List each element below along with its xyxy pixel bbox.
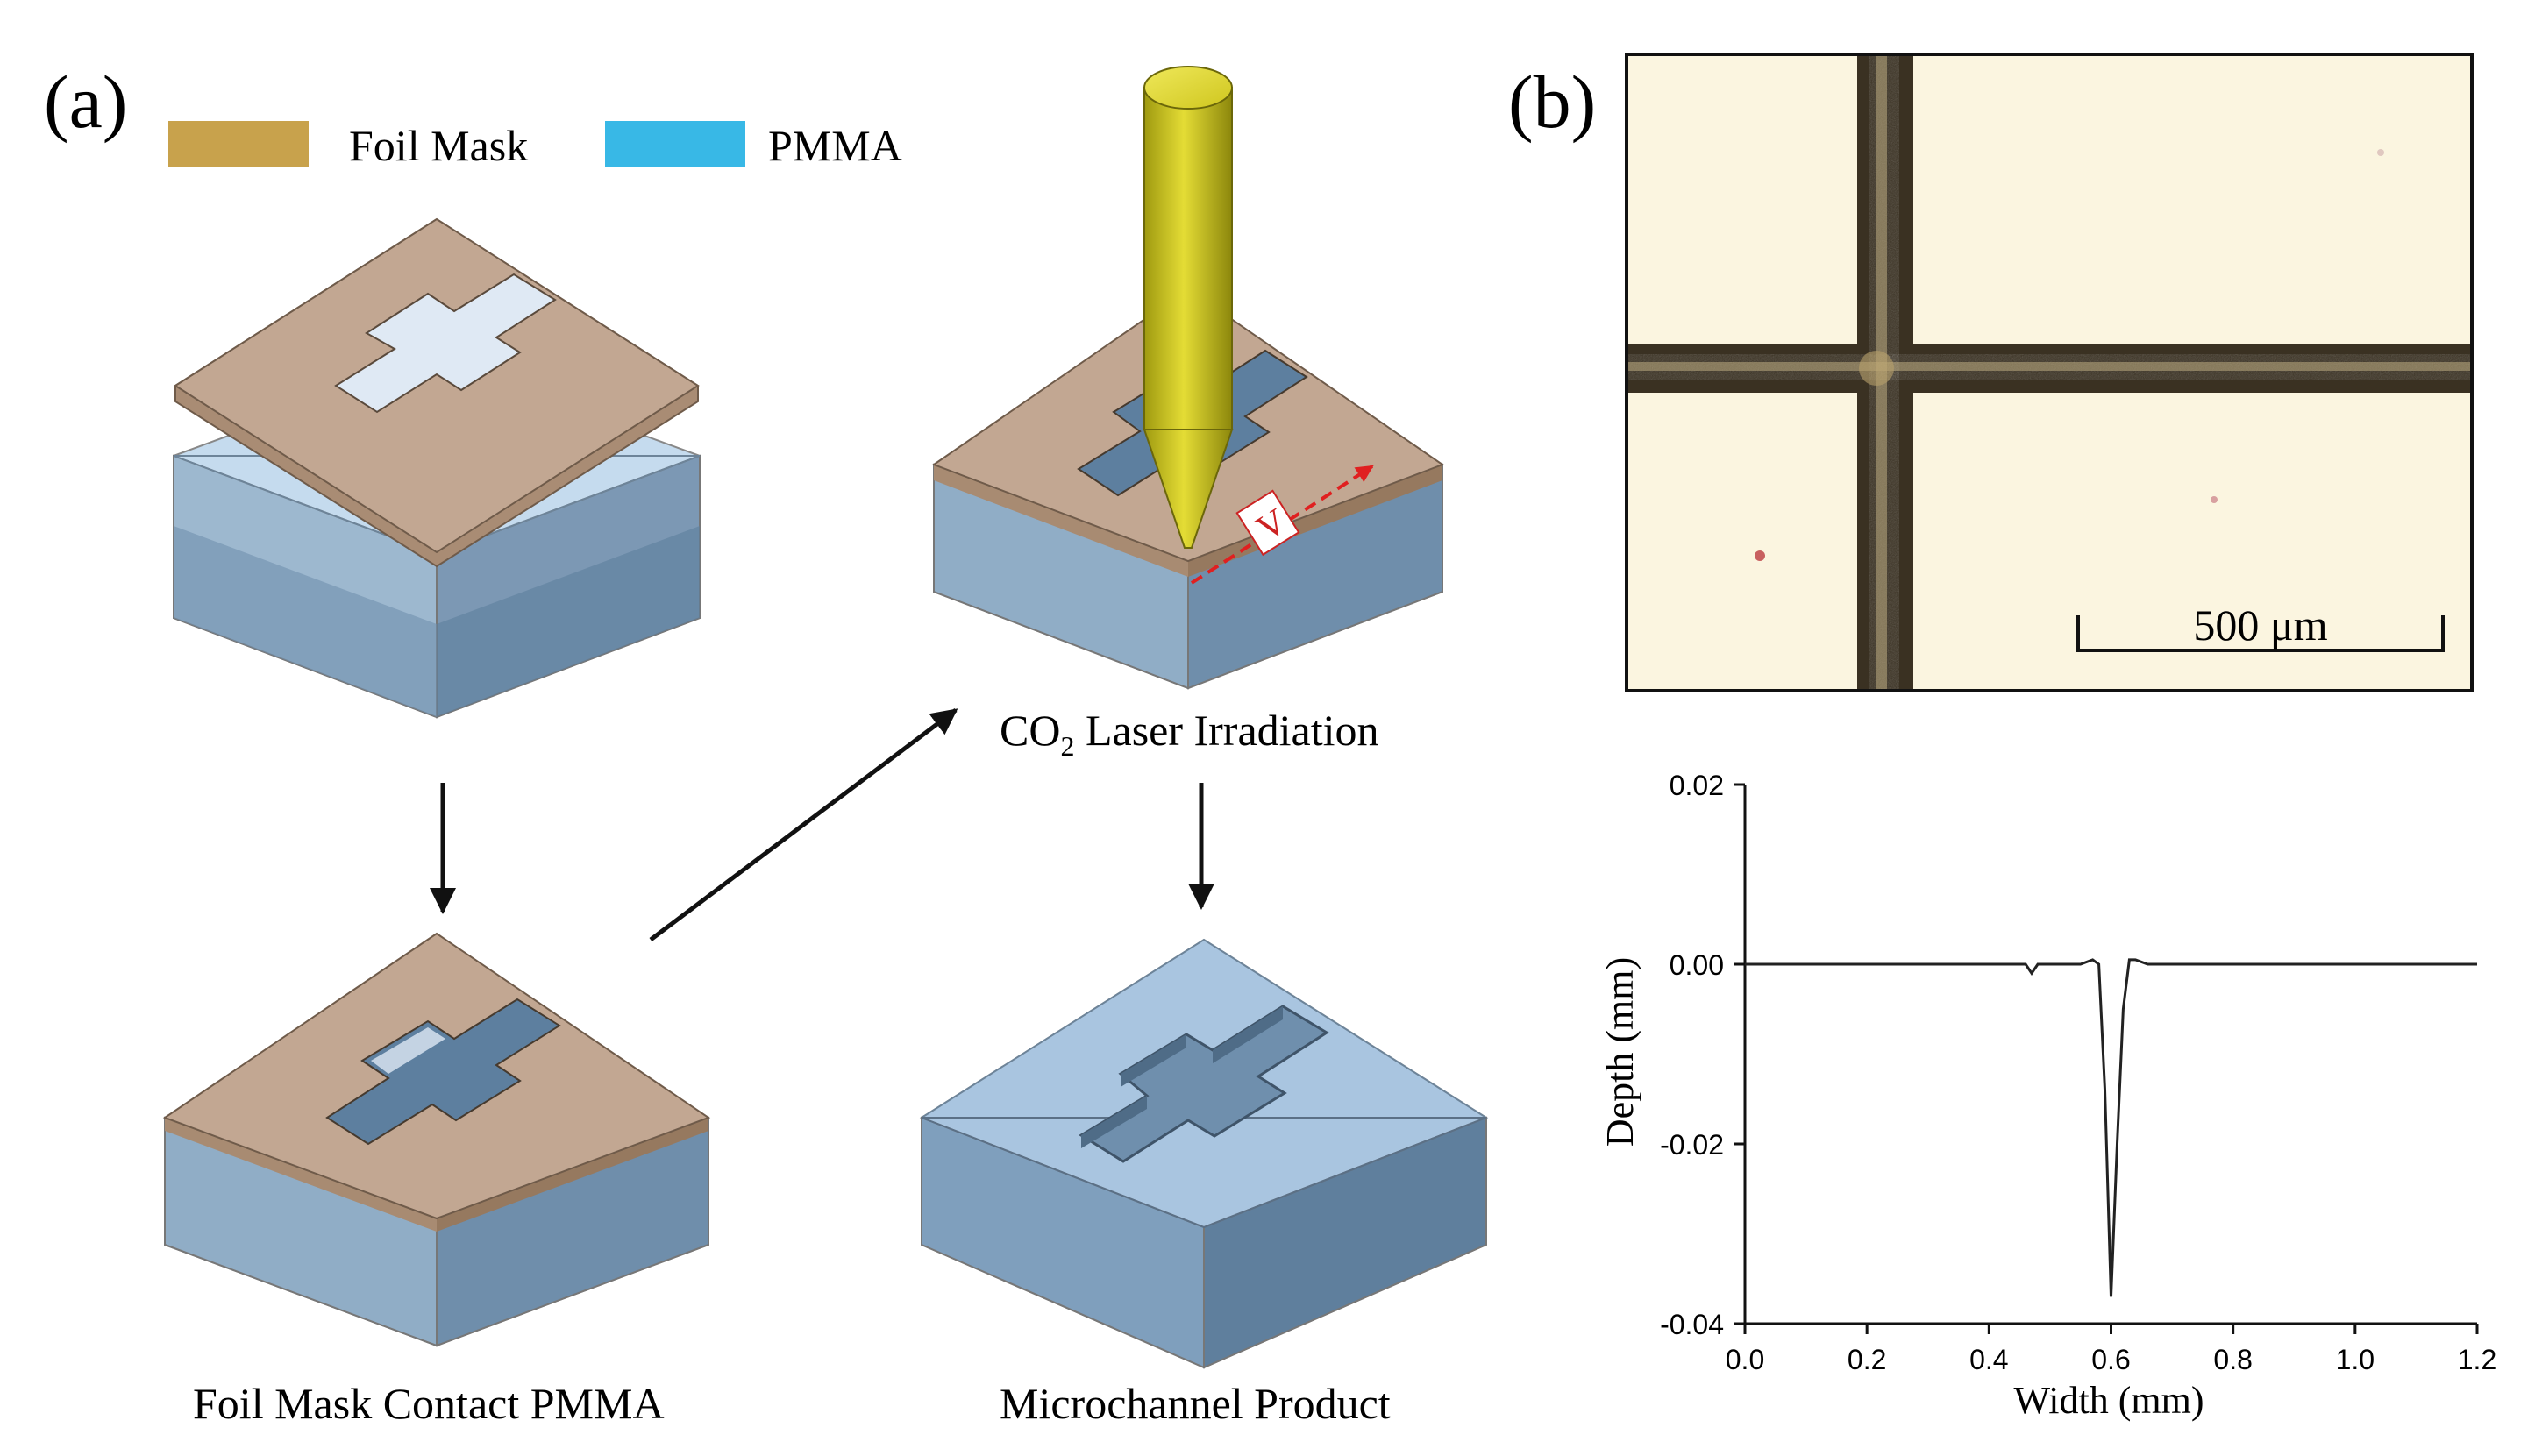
x-tick-label: 0.0 xyxy=(1726,1344,1764,1375)
legend-label-foil-mask: Foil Mask xyxy=(349,121,528,170)
x-ticks: 0.0 0.2 0.4 0.6 0.8 1.0 1.2 xyxy=(1726,1324,2496,1375)
y-axis-label: Depth (mm) xyxy=(1599,957,1641,1147)
panel-a-label: (a) xyxy=(44,60,127,144)
scale-bar-label: 500 μm xyxy=(2193,600,2327,650)
legend-swatch-foil-mask xyxy=(168,121,309,167)
legend-label-pmma: PMMA xyxy=(768,121,902,170)
micrograph: 500 μm xyxy=(1625,53,2474,692)
panel-b-label: (b) xyxy=(1508,60,1596,144)
caption-microchannel-product: Microchannel Product xyxy=(1000,1379,1391,1428)
depth-profile-line xyxy=(1745,958,2477,1297)
foil-mask-plate xyxy=(174,217,700,568)
legend-swatch-pmma xyxy=(605,121,745,167)
scale-bar: 500 μm xyxy=(2076,600,2445,652)
step1-separated-assembly xyxy=(173,217,701,719)
debris-dot xyxy=(2377,149,2384,156)
caption-laser-irradiation: CO2 Laser Irradiation xyxy=(1000,706,1379,762)
x-tick-label: 1.0 xyxy=(2336,1344,2375,1375)
y-tick-label: 0.02 xyxy=(1670,770,1724,801)
y-tick-label: -0.02 xyxy=(1660,1129,1724,1161)
y-tick-label: 0.00 xyxy=(1670,949,1724,981)
x-axis-label: Width (mm) xyxy=(2014,1379,2204,1422)
x-tick-label: 0.2 xyxy=(1848,1344,1886,1375)
debris-dot xyxy=(1755,550,1765,561)
panel-b: (b) 500 μm 0.020.00- xyxy=(1508,53,2496,1422)
step3-laser-assembly: V xyxy=(931,66,1445,690)
laser-head xyxy=(1143,66,1234,549)
x-tick-label: 0.4 xyxy=(1969,1344,2008,1375)
y-ticks: 0.02 0.00 -0.02 -0.04 xyxy=(1660,770,1745,1340)
y-tick-label: -0.04 xyxy=(1660,1309,1724,1340)
step4-product xyxy=(919,938,1489,1369)
depth-profile-chart: 0.02 0.00 -0.02 -0.04 0.0 0.2 0.4 0.6 0.8 1.0 1.2… xyxy=(1599,770,2496,1422)
debris-dot xyxy=(2211,496,2218,503)
step2-contact-assembly xyxy=(162,932,711,1347)
arrow-diagonal xyxy=(649,708,958,941)
x-tick-label: 0.8 xyxy=(2213,1344,2252,1375)
legend: Foil Mask PMMA xyxy=(168,121,902,170)
x-tick-label: 0.6 xyxy=(2091,1344,2130,1375)
panel-a: (a) Foil Mask PMMA xyxy=(44,60,1489,1428)
x-tick-label: 1.2 xyxy=(2458,1344,2496,1375)
caption-foil-mask-contact: Foil Mask Contact PMMA xyxy=(193,1379,665,1428)
